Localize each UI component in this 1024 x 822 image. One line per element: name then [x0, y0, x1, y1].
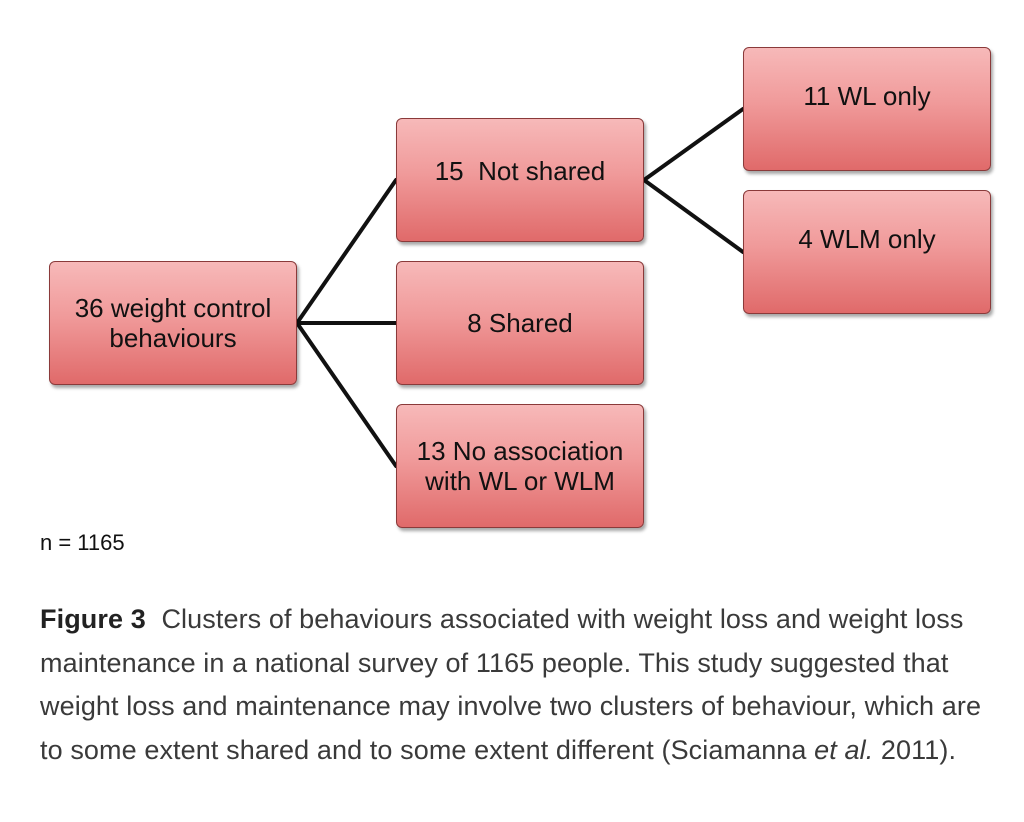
node-weight-control-behaviours: 36 weight control behaviours — [49, 261, 297, 385]
node-label: 36 weight control behaviours — [74, 293, 272, 353]
node-wl-only: 11 WL only — [743, 47, 991, 171]
figure-label: Figure 3 — [40, 604, 146, 634]
caption-citation-end: 2011). — [873, 734, 957, 765]
node-wlm-only: 4 WLM only — [743, 190, 991, 314]
connector-root-no-association — [295, 321, 398, 468]
node-label: 13 No association with WL or WLM — [416, 436, 624, 496]
connector-lines — [295, 107, 745, 468]
connector-not-shared-wl-only — [642, 107, 745, 182]
node-label: 4 WLM only — [798, 224, 936, 254]
connector-root-not-shared — [295, 178, 398, 325]
figure-caption: Figure 3 Clusters of behaviours associat… — [40, 598, 1010, 772]
node-label: 11 WL only — [803, 81, 931, 111]
caption-citation-italic: et al. — [814, 734, 874, 765]
node-label: 8 Shared — [467, 308, 573, 338]
connector-not-shared-wlm-only — [642, 178, 745, 254]
node-no-association: 13 No association with WL or WLM — [396, 404, 644, 528]
sample-size-note: n = 1165 — [40, 530, 125, 555]
node-shared: 8 Shared — [396, 261, 644, 385]
cluster-diagram: 36 weight control behaviours 15 Not shar… — [49, 47, 991, 528]
caption-text: Clusters of behaviours associated with w… — [40, 604, 982, 765]
node-label: 15 Not shared — [434, 156, 606, 186]
node-not-shared: 15 Not shared — [396, 118, 644, 242]
